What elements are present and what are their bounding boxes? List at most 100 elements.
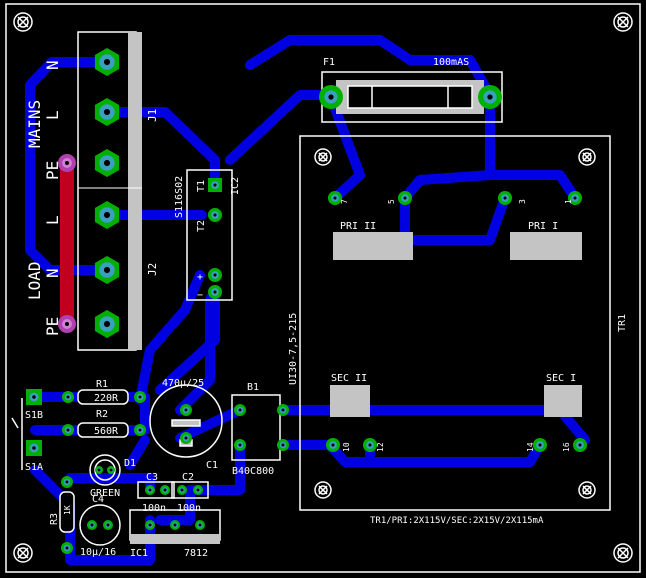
pad-j2-l bbox=[94, 201, 120, 229]
trace-pri-link bbox=[400, 193, 510, 245]
label-d1: D1 bbox=[124, 458, 136, 469]
ic2-body bbox=[186, 169, 233, 301]
trace-sec-bottom bbox=[278, 440, 545, 467]
trace-d1 bbox=[125, 435, 150, 470]
mounting-hole-bottom-right bbox=[613, 543, 633, 563]
label-j1: J1 bbox=[146, 109, 159, 122]
label-fuse-value: 100mAS bbox=[433, 57, 469, 68]
label-pin-16: 16 bbox=[562, 442, 571, 452]
label-ic2-t2: T2 bbox=[196, 220, 207, 232]
pad-r1-left bbox=[62, 391, 74, 403]
label-r3: R3 bbox=[49, 513, 60, 525]
pad-b1-2 bbox=[277, 439, 289, 451]
label-f1: F1 bbox=[323, 57, 335, 68]
pad-r2-left bbox=[62, 424, 74, 436]
pad-r3-bottom bbox=[61, 542, 73, 554]
label-tr1-spec: TR1/PRI:2X115V/SEC:2X15V/2X115mA bbox=[370, 516, 544, 526]
pad-fuse-left bbox=[319, 85, 343, 109]
trace-mains-n bbox=[25, 57, 112, 275]
pad-c1-minus bbox=[180, 432, 192, 444]
label-ic2-plus: + bbox=[197, 272, 203, 283]
pe-bus-bar bbox=[60, 162, 74, 324]
pad-c3-1 bbox=[145, 485, 155, 495]
label-sec2: SEC II bbox=[331, 373, 367, 384]
label-pin-14: 14 bbox=[526, 442, 535, 452]
trace-ground bbox=[30, 465, 155, 565]
pad-j1-n bbox=[94, 48, 120, 76]
label-s1b: S1B bbox=[25, 410, 43, 421]
pad-pe-bottom bbox=[58, 315, 76, 333]
pad-j2-n bbox=[94, 256, 120, 284]
terminal-block bbox=[77, 31, 142, 351]
pad-tr-7 bbox=[328, 191, 342, 205]
pads bbox=[26, 48, 587, 554]
label-pin-1: 1 bbox=[564, 199, 573, 204]
label-c2: C2 bbox=[182, 472, 194, 483]
pad-ic2-2 bbox=[208, 208, 222, 222]
label-sec1: SEC I bbox=[546, 373, 576, 384]
label-tr1-part: UI30-7,5-215 bbox=[288, 313, 299, 385]
label-c2-value: 100n bbox=[177, 503, 201, 514]
pad-c2-2 bbox=[193, 485, 203, 495]
label-c4: C4 bbox=[92, 494, 104, 505]
label-tr1-ref: TR1 bbox=[617, 314, 628, 332]
trace-c1-to-bridge bbox=[175, 405, 245, 443]
trace-regulator bbox=[155, 485, 195, 525]
c2-c3-bodies bbox=[137, 481, 209, 499]
trace-ic2-minus bbox=[155, 295, 220, 395]
pad-c1-plus bbox=[180, 404, 192, 416]
c4-body bbox=[79, 504, 121, 546]
label-pin-n1: N bbox=[43, 60, 62, 70]
label-s1a: S1A bbox=[25, 462, 43, 473]
pad-tr-5 bbox=[398, 191, 412, 205]
label-r1: R1 bbox=[96, 379, 108, 390]
pad-ic2-1 bbox=[208, 178, 222, 192]
pad-c2-1 bbox=[177, 485, 187, 495]
label-pin-12: 12 bbox=[376, 442, 385, 452]
pad-ic2-3 bbox=[208, 268, 222, 282]
label-b1: B1 bbox=[247, 382, 259, 393]
pad-tr-3 bbox=[498, 191, 512, 205]
pad-r1-right bbox=[134, 391, 146, 403]
transformer-outline bbox=[299, 135, 611, 511]
pad-j2-pe bbox=[94, 310, 120, 338]
label-r1-value: 220R bbox=[94, 393, 119, 404]
label-pin-pe2: PE bbox=[43, 317, 62, 336]
pad-j1-l bbox=[94, 98, 120, 126]
ic1-body bbox=[129, 509, 221, 544]
label-ic2-minus: − bbox=[197, 290, 203, 301]
mounting-holes bbox=[13, 12, 633, 563]
label-pin-l2: L bbox=[43, 215, 62, 225]
pad-c4-minus bbox=[103, 520, 113, 530]
label-c3-value: 100n bbox=[142, 503, 166, 514]
trace-pri-right bbox=[485, 170, 580, 203]
pad-r2-right bbox=[134, 424, 146, 436]
mounting-hole-top-right bbox=[613, 12, 633, 32]
pad-tr-10 bbox=[326, 438, 340, 452]
label-pin-l1: L bbox=[43, 110, 62, 120]
pad-tr-14 bbox=[533, 438, 547, 452]
silkscreen-labels: MAINS LOAD N L PE L N PE J1 J2 F1 100mAS… bbox=[25, 57, 628, 559]
label-r2-value: 560R bbox=[94, 426, 119, 437]
pad-b1-1 bbox=[277, 404, 289, 416]
pad-d1-k bbox=[107, 466, 115, 474]
label-pri2: PRI II bbox=[340, 221, 376, 232]
pad-d1-a bbox=[95, 466, 103, 474]
label-ic2-part: S116S02 bbox=[174, 176, 185, 218]
pad-ic2-4 bbox=[208, 285, 222, 299]
label-mains: MAINS bbox=[25, 100, 44, 148]
label-j2: J2 bbox=[146, 263, 159, 276]
trace-fuse-to-pri bbox=[400, 90, 495, 203]
label-pin-pe1: PE bbox=[43, 161, 62, 180]
pad-ic1-1 bbox=[145, 520, 155, 530]
trace-ic2-to-c1 bbox=[135, 270, 205, 405]
pad-pe-top bbox=[58, 154, 76, 172]
pad-s1a bbox=[26, 440, 42, 456]
label-d1-value: GREEN bbox=[90, 488, 120, 499]
pad-tr-16 bbox=[573, 438, 587, 452]
pad-s1b bbox=[26, 389, 42, 405]
bridge-body bbox=[231, 394, 281, 461]
board-outline bbox=[5, 3, 641, 573]
label-b1-value: B40C800 bbox=[232, 466, 274, 477]
